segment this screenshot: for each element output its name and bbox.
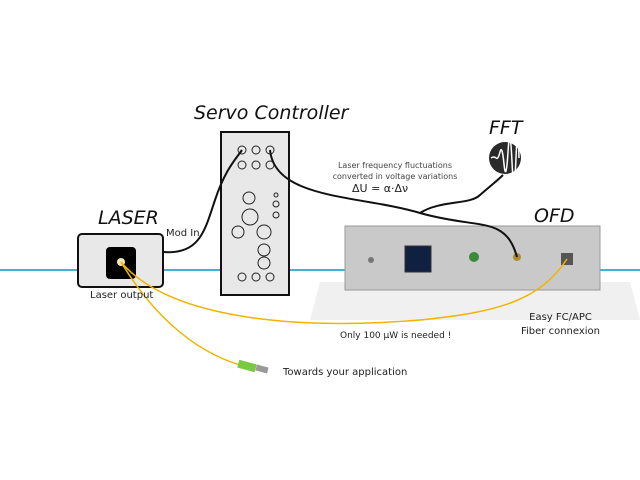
ofd-title: OFD — [534, 205, 575, 227]
application-label: Towards your application — [283, 367, 408, 378]
laser-output-label: Laser output — [90, 290, 154, 301]
fluct-line-1: Laser frequency fluctuations — [337, 161, 453, 170]
servo-knobs — [231, 145, 280, 282]
fft-cable — [419, 174, 504, 214]
servo-title: Servo Controller — [194, 102, 349, 124]
laser-title: LASER — [98, 207, 159, 229]
equation: ΔU = α·Δν — [352, 182, 409, 195]
ofd-setpoint-knob — [368, 257, 374, 263]
fft-icon — [489, 142, 521, 174]
servo-controller-box — [220, 131, 290, 296]
fluctuation-text: Laser frequency fluctuations converted i… — [320, 160, 470, 182]
fluct-line-2: converted in voltage variations — [332, 172, 458, 181]
fc-line-1: Easy FC/APC — [529, 312, 592, 323]
fft-title: FFT — [489, 117, 523, 139]
ofd-display — [404, 245, 432, 273]
power-note: Only 100 µW is needed ! — [340, 331, 452, 341]
mod-in-label: Mod In — [166, 228, 200, 239]
optical-table — [310, 282, 640, 320]
fc-line-2: Fiber connexion — [521, 326, 601, 337]
fiber-ferrule — [255, 364, 269, 374]
fiber-to-application — [120, 261, 241, 366]
ofd-lock-button — [469, 252, 479, 262]
fc-apc-note: Easy FC/APC Fiber connexion — [521, 311, 600, 339]
mod-in-cable — [162, 149, 243, 254]
fft-waveform — [490, 134, 520, 183]
fiber-connector — [237, 359, 257, 373]
error-signal-cable — [269, 149, 518, 258]
fiber-to-ofd — [120, 258, 568, 325]
